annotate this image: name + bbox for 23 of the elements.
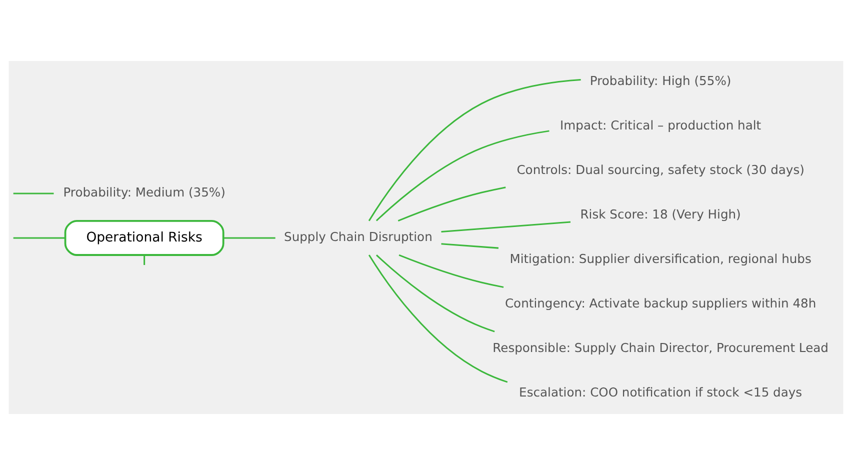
node-text: Impact: Critical – production halt	[560, 118, 762, 133]
connector	[224, 237, 276, 239]
connector	[13, 192, 54, 194]
connector	[441, 243, 499, 249]
node-text: Supply Chain Disruption	[284, 230, 432, 244]
node-text: Probability: High (55%)	[590, 74, 732, 88]
connector	[13, 237, 66, 239]
connector	[368, 78, 581, 222]
node-text: Controls: Dual sourcing, safety stock (30 days)	[516, 163, 804, 177]
node-text: Escalation: COO notification if stock <15 days	[519, 385, 802, 400]
node-text: Responsible: Supply Chain Director, Procurement Lead	[492, 340, 828, 355]
node-text: Mitigation: Supplier diversification, regional hubs	[510, 252, 812, 266]
node-text: Contingency: Activate backup suppliers within 48h	[504, 296, 816, 310]
connector	[398, 254, 504, 288]
connector	[398, 186, 506, 222]
connector	[441, 221, 571, 233]
connector	[144, 255, 146, 265]
connector	[368, 254, 508, 383]
connector	[376, 254, 495, 332]
node-text: Risk Score: 18 (Very High)	[580, 207, 741, 222]
node-text: Probability: Medium (35%)	[63, 186, 226, 200]
node-box: Operational Risks	[64, 220, 224, 256]
connector	[376, 130, 550, 222]
